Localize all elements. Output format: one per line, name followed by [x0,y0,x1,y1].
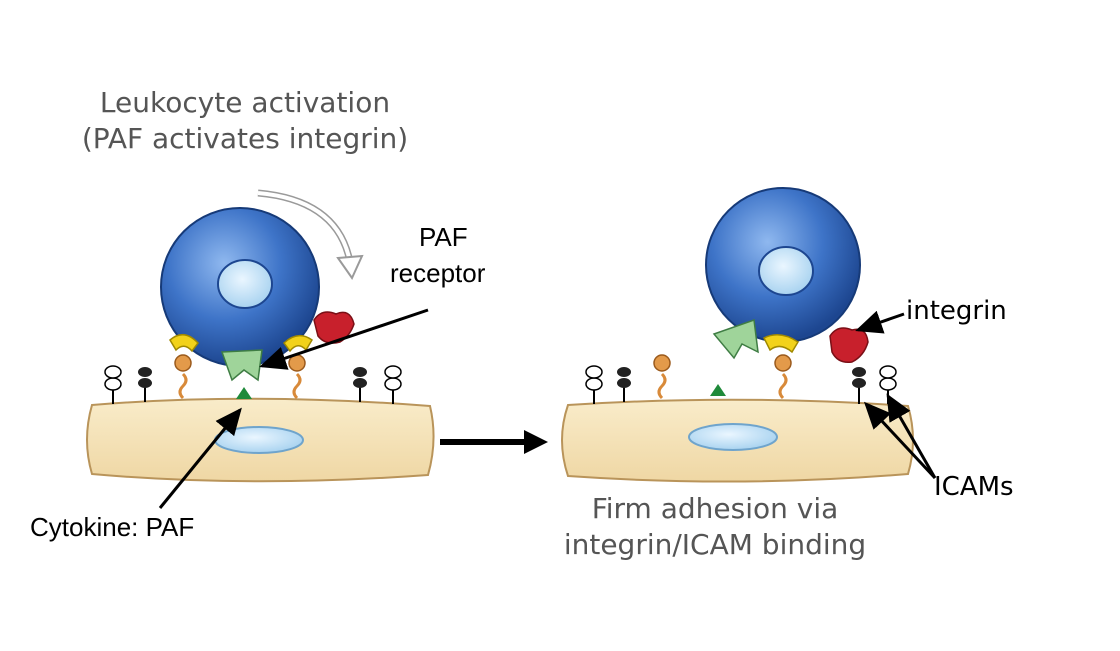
icam-left-1 [138,367,152,402]
paf-receptor-pointer [259,308,429,370]
paf-receptor-right [712,318,759,360]
paf-receptor-label-line2: receptor [390,258,486,288]
receptor-left-2 [384,365,402,404]
icams-pointer-1 [863,401,937,480]
ligand-left-2 [288,354,306,400]
ligand-left-1 [174,354,192,400]
left-title-line1: Leukocyte activation [99,86,391,119]
leukocyte-nucleus-right [758,246,814,296]
integrin-active [829,327,869,364]
activation-arrowhead [336,254,364,281]
receptor-left-1 [104,365,122,404]
endothelial-nucleus-right [688,423,778,451]
receptor-right-1 [585,365,603,404]
cytokine-label: Cytokine: PAF [30,512,195,542]
integrin-pointer [855,310,905,334]
paf-receptor-shape [220,349,263,382]
right-caption-line1: Firm adhesion via [591,492,839,525]
receptor-right-2 [879,365,897,404]
integrin-label: integrin [906,296,1007,326]
icam-right-2 [852,367,866,404]
paf-molecule [236,387,252,399]
selectin-left-1 [169,334,199,353]
right-caption-line2: integrin/ICAM binding [563,528,867,561]
icam-right-1 [617,367,631,402]
icams-pointer-2 [886,393,937,479]
leukocyte-nucleus-left [217,259,273,309]
endothelial-nucleus-left [214,426,304,454]
ligand-right-1 [653,354,671,400]
paf-molecule-right [710,384,726,396]
icams-label: ICAMs [934,472,1014,502]
selectin-right [762,334,800,354]
paf-receptor-label-line1: PAF [419,222,468,252]
left-title-line2: (PAF activates integrin) [81,122,409,155]
icam-left-2 [353,367,367,402]
ligand-right-2 [774,354,792,400]
cytokine-pointer [158,407,242,509]
